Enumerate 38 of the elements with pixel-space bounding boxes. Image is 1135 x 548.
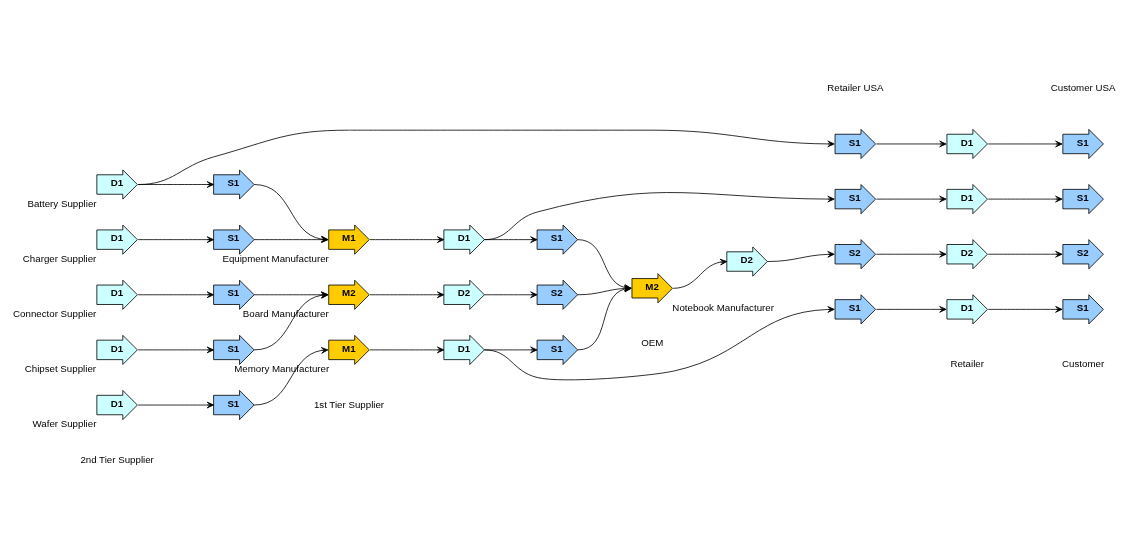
arrow xyxy=(253,346,329,405)
node-label: Connector Supplier xyxy=(13,307,97,319)
arrow xyxy=(987,140,1063,147)
arrow xyxy=(987,250,1063,258)
label: OEM xyxy=(641,336,664,348)
node-label: Notebook Manufacturer xyxy=(672,301,774,313)
arrow xyxy=(672,258,728,289)
arrow xyxy=(876,305,947,313)
arrow xyxy=(137,235,214,243)
label: 1st Tier Supplier xyxy=(313,398,385,410)
arrow xyxy=(137,129,835,185)
arrow xyxy=(876,195,947,202)
arrow xyxy=(137,401,214,408)
arrow xyxy=(137,290,214,298)
arrow xyxy=(137,346,214,353)
node-label: Equipment Manufacturer xyxy=(222,252,329,264)
label: Customer xyxy=(1062,357,1105,369)
label: Customer USA xyxy=(1050,81,1116,93)
node-label: Charger Supplier xyxy=(22,252,97,264)
arrow xyxy=(484,290,538,298)
label: Retailer xyxy=(950,357,984,369)
arrow xyxy=(987,305,1063,313)
node-label: Wafer Supplier xyxy=(32,417,97,429)
node-label: Board Manufacturer xyxy=(242,307,329,319)
arrow xyxy=(484,191,835,240)
arrow xyxy=(876,140,947,147)
label: Retailer USA xyxy=(827,81,884,93)
arrow xyxy=(876,250,947,258)
arrow xyxy=(369,290,445,298)
arrow xyxy=(987,195,1063,202)
arrow xyxy=(766,250,835,262)
arrow xyxy=(369,346,445,353)
node-label: Chipset Supplier xyxy=(24,362,97,374)
arrow xyxy=(484,305,835,380)
node-label: Memory Manufacturer xyxy=(234,362,330,374)
arrow xyxy=(369,235,445,243)
label: 2nd Tier Supplier xyxy=(80,453,154,465)
node-label: Battery Supplier xyxy=(27,197,97,209)
